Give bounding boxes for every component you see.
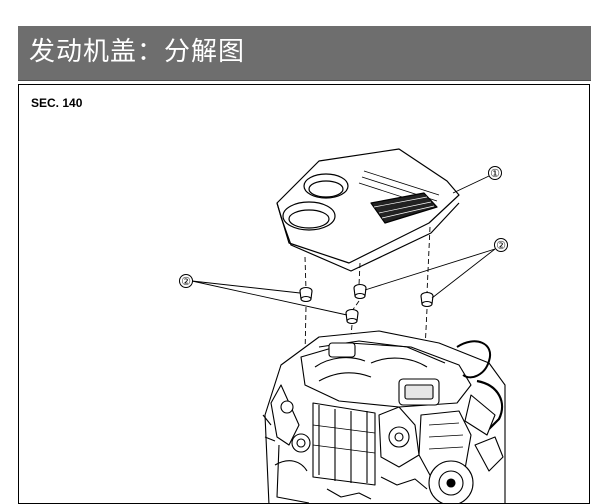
callout-1: ① <box>488 166 502 180</box>
callout-2-right: ② <box>494 238 508 252</box>
grommet-left <box>299 286 313 303</box>
callout-2-right-label: ② <box>496 240 506 252</box>
grommet-right <box>420 291 434 308</box>
callout-2-left: ② <box>179 274 193 288</box>
grommet-front <box>345 308 359 325</box>
section-label: SEC. 140 <box>31 96 83 110</box>
grommets <box>299 283 434 325</box>
title-bar: 发动机盖：分解图 <box>18 26 591 81</box>
engine-assembly <box>262 330 506 503</box>
illustration-frame: SEC. 140 <box>18 84 590 504</box>
callout-2-left-label: ② <box>181 276 191 288</box>
engine-cover <box>276 148 460 272</box>
callout-1-label: ① <box>490 168 500 180</box>
leader-lines <box>191 175 496 316</box>
grommet-center <box>353 283 367 300</box>
exploded-view-drawing: ① ② ② <box>179 148 508 503</box>
page-title: 发动机盖：分解图 <box>29 37 246 67</box>
